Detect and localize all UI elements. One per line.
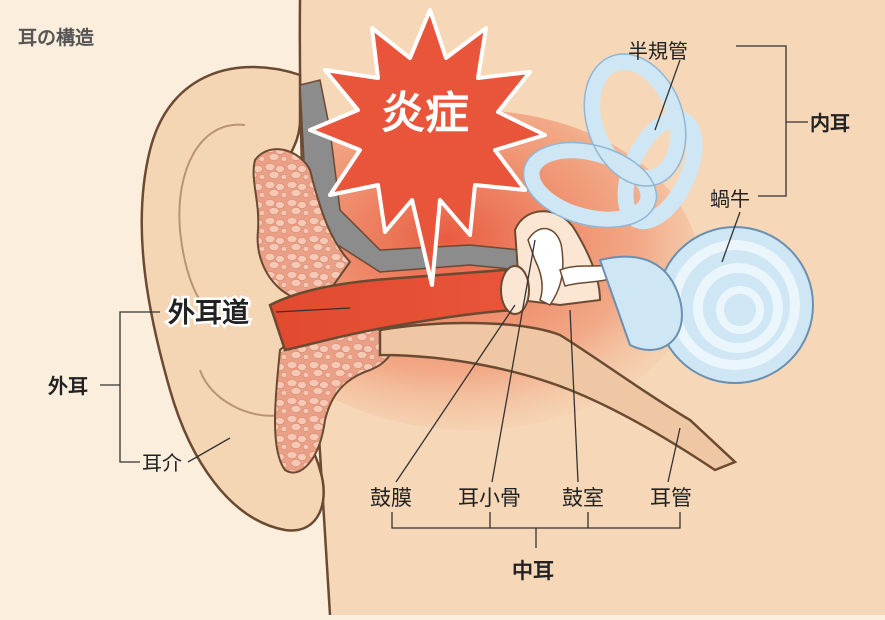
label-middle-ear: 中耳 xyxy=(512,559,554,583)
label-outer-ear: 外耳 xyxy=(48,374,88,398)
bone-tissue-upper xyxy=(252,148,352,302)
label-eustachian-tube: 耳管 xyxy=(650,486,692,510)
callout-text: 炎症 xyxy=(381,88,469,139)
auricle-fold xyxy=(178,123,246,301)
label-tympanic-cavity: 鼓室 xyxy=(562,486,604,510)
label-outer-ear-canal: 外耳道 xyxy=(168,297,249,329)
auricle-lobe-fold xyxy=(199,369,281,417)
leader-lines xyxy=(100,45,808,548)
inflammation-burst xyxy=(308,8,547,287)
label-auricle: 耳介 xyxy=(142,451,182,475)
eustachian-tube xyxy=(378,321,738,472)
page-title: 耳の構造 xyxy=(18,26,95,49)
label-cochlea: 蝸牛 xyxy=(710,187,750,211)
label-eardrum: 鼓膜 xyxy=(370,486,412,510)
label-inner-ear: 内耳 xyxy=(810,111,850,135)
label-ossicles: 耳小骨 xyxy=(458,486,521,510)
ossicles-shape xyxy=(527,227,564,306)
vestibule-shape xyxy=(598,255,683,351)
eardrum-shape xyxy=(500,265,530,315)
label-semicircular-canals: 半規管 xyxy=(628,39,688,63)
